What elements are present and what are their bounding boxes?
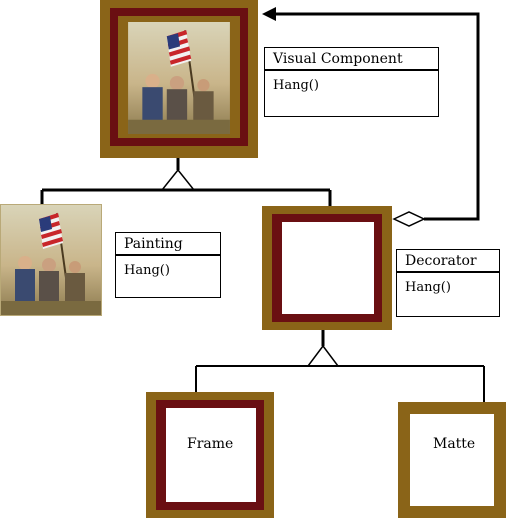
class-method: Hang(): [124, 263, 170, 278]
class-separator: [265, 69, 438, 71]
matte-picture: [398, 402, 506, 518]
visual-component-frame: [100, 0, 258, 158]
class-separator: [397, 271, 499, 273]
matte-label: Matte: [433, 436, 476, 452]
frame-label: Frame: [187, 436, 234, 452]
class-name: Painting: [124, 236, 183, 252]
class-method: Hang(): [405, 280, 451, 295]
class-method: Hang(): [273, 78, 319, 93]
painting-picture: [0, 204, 102, 316]
aggregation-line: [262, 7, 480, 227]
class-name: Visual Component: [273, 51, 403, 67]
visual-component-class-box: Visual Component Hang(): [264, 47, 439, 117]
class-name: Decorator: [405, 253, 477, 269]
class-separator: [116, 254, 220, 256]
decorator-class-box: Decorator Hang(): [396, 249, 500, 317]
painting-image: [126, 22, 232, 134]
decorator-frame: [262, 206, 392, 330]
painting-class-box: Painting Hang(): [115, 232, 221, 298]
painting-image: [1, 205, 101, 315]
frame-picture: [146, 392, 274, 518]
